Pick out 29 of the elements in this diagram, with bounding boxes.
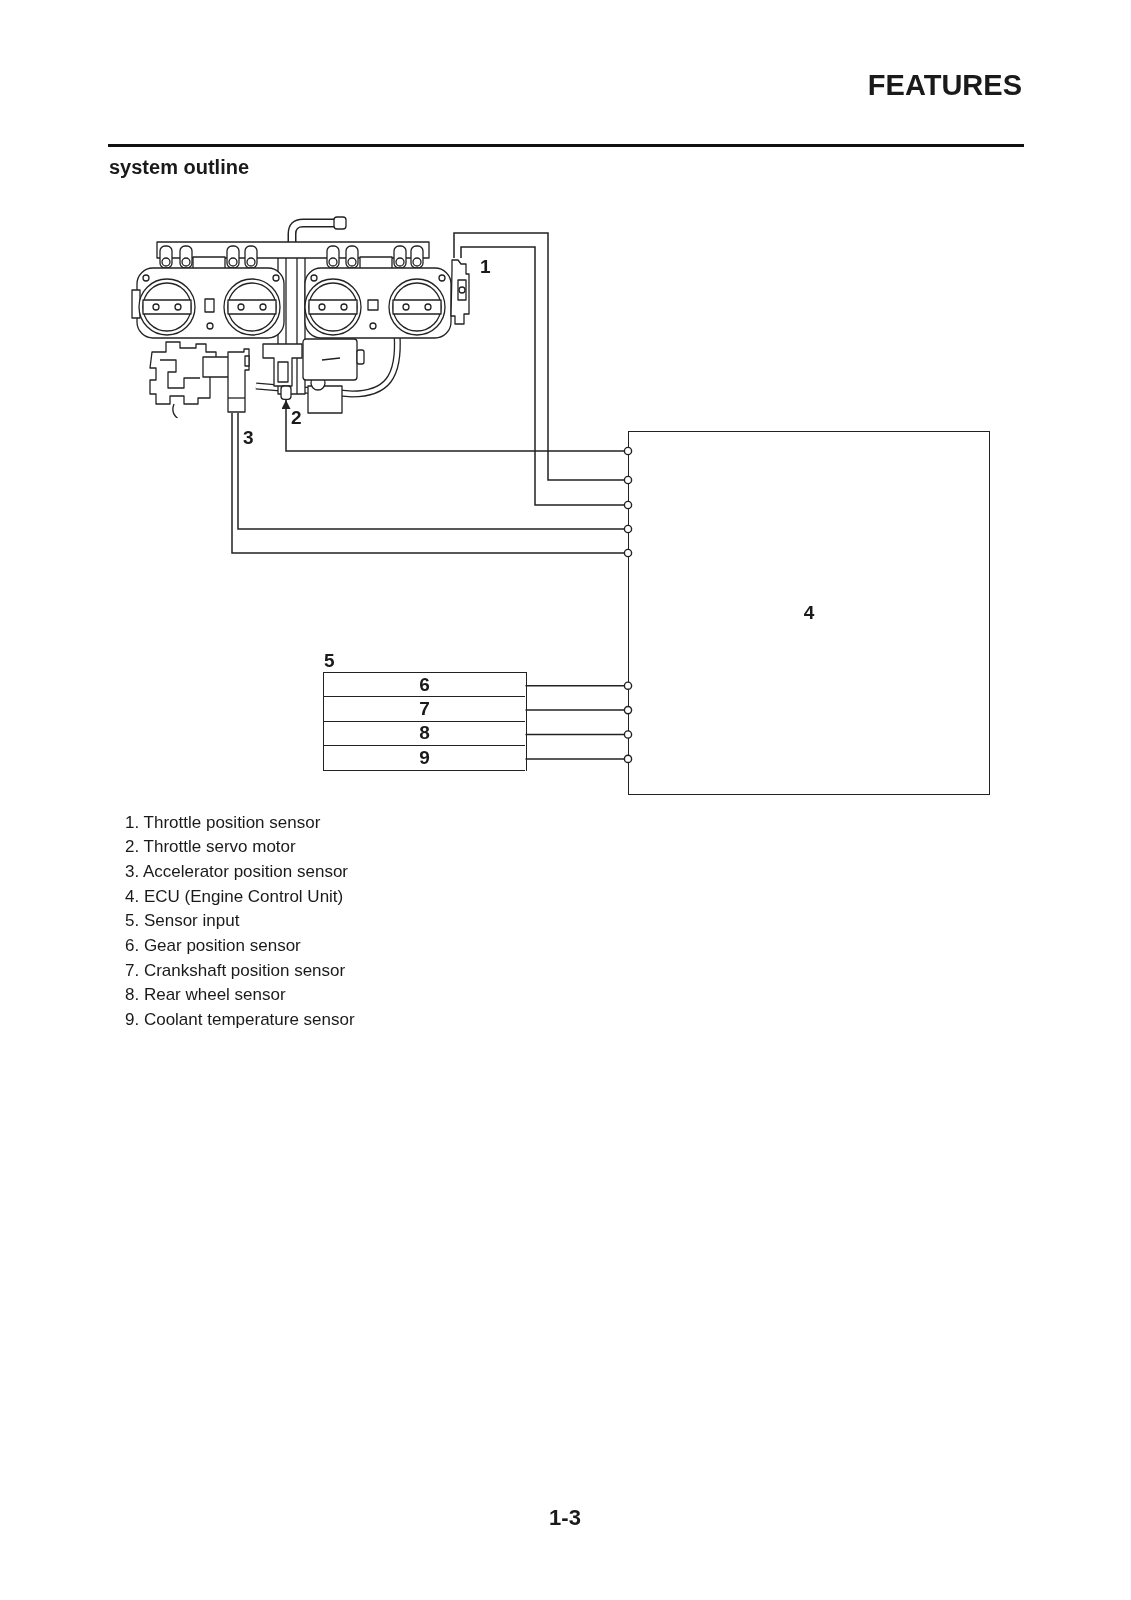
callout-number: 5 xyxy=(324,651,335,671)
section-title: system outline xyxy=(109,156,250,178)
wire xyxy=(524,681,633,690)
callout-number: 1 xyxy=(480,257,491,277)
key-item: 6. Gear position sensor xyxy=(125,936,301,956)
key-item: 4. ECU (Engine Control Unit) xyxy=(125,887,344,907)
key-item: 3. Accelerator position sensor xyxy=(125,862,348,882)
input-row: 7 xyxy=(324,697,525,722)
wire xyxy=(524,754,633,764)
input-row: 8 xyxy=(324,721,525,747)
wire xyxy=(231,412,633,558)
wire xyxy=(524,705,633,715)
input-row: 9 xyxy=(324,746,525,771)
callout-number: 3 xyxy=(243,428,254,448)
wire xyxy=(281,399,633,456)
page-number: 1-3 xyxy=(549,1506,581,1530)
input-row: 6 xyxy=(324,673,525,698)
key-item: 1. Throttle position sensor xyxy=(125,813,321,833)
wire xyxy=(237,412,633,534)
callout-number: 2 xyxy=(291,408,302,428)
wire xyxy=(453,232,633,485)
key-item: 9. Coolant temperature sensor xyxy=(125,1010,355,1030)
page-header: FEATURES xyxy=(867,69,1022,101)
key-item: 8. Rear wheel sensor xyxy=(125,985,286,1005)
wire xyxy=(524,730,633,739)
key-item: 2. Throttle servo motor xyxy=(125,837,296,857)
control-unit: 4 xyxy=(628,431,990,795)
key-item: 5. Sensor input xyxy=(125,911,240,931)
key-item: 7. Crankshaft position sensor xyxy=(125,961,346,981)
